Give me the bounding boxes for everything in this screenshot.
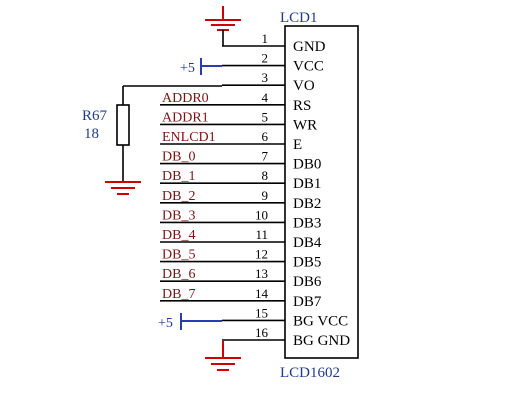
pin-group: 1GND2VCC3VO4RSADDR05WRADDR16EENLCD17DB0D… xyxy=(160,31,350,349)
pin-name-13: DB6 xyxy=(293,274,322,290)
pin-name-15: BG VCC xyxy=(293,313,348,329)
pin-name-16: BG GND xyxy=(293,333,350,349)
pin-number-11: 11 xyxy=(255,227,268,242)
pin-number-13: 13 xyxy=(255,266,268,281)
net-label-pin9: DB_2 xyxy=(162,189,195,204)
resistor-value: 18 xyxy=(84,126,99,142)
net-label-pin6: ENLCD1 xyxy=(162,130,216,145)
pin-name-9: DB2 xyxy=(293,196,321,212)
pin-number-15: 15 xyxy=(255,305,268,320)
ground-symbol-top xyxy=(205,6,241,46)
pin-name-7: DB0 xyxy=(293,157,321,173)
ground-symbol-bottom xyxy=(205,341,241,371)
pin-name-6: E xyxy=(293,137,302,153)
pin-number-5: 5 xyxy=(262,109,269,124)
lcd-part-name: LCD1602 xyxy=(280,365,340,381)
pin-name-10: DB3 xyxy=(293,215,321,231)
pin-number-12: 12 xyxy=(255,247,268,262)
pin-name-3: VO xyxy=(293,78,315,94)
pin-number-10: 10 xyxy=(255,207,268,222)
power-port-pin2: +5 xyxy=(180,58,222,76)
net-label-pin10: DB_3 xyxy=(162,208,195,223)
pin-name-4: RS xyxy=(293,98,311,114)
pin-number-8: 8 xyxy=(262,168,269,183)
net-label-pin4: ADDR0 xyxy=(162,91,209,106)
pin-number-9: 9 xyxy=(262,188,269,203)
resistor-designator: R67 xyxy=(82,108,108,124)
pin-name-2: VCC xyxy=(293,59,324,75)
net-label-pin14: DB_7 xyxy=(162,287,195,302)
ground-symbol-resistor xyxy=(105,181,141,195)
pin-number-2: 2 xyxy=(262,51,269,66)
pin-name-5: WR xyxy=(293,117,317,133)
net-label-pin11: DB_4 xyxy=(162,228,195,243)
lcd-designator: LCD1 xyxy=(280,10,318,26)
pin-number-3: 3 xyxy=(262,70,269,85)
pin-number-6: 6 xyxy=(262,129,269,144)
net-label-pin5: ADDR1 xyxy=(162,110,209,125)
power-label-pin2: +5 xyxy=(180,61,195,76)
pin-name-12: DB5 xyxy=(293,255,321,271)
pin-name-14: DB7 xyxy=(293,294,322,310)
pin-number-1: 1 xyxy=(262,31,269,46)
net-label-pin13: DB_6 xyxy=(162,267,195,282)
pin-number-7: 7 xyxy=(262,149,269,164)
net-label-pin7: DB_0 xyxy=(162,150,195,165)
pin-number-4: 4 xyxy=(262,90,269,105)
pin-name-1: GND xyxy=(293,39,326,55)
pin-name-8: DB1 xyxy=(293,176,321,192)
net-label-pin8: DB_1 xyxy=(162,169,195,184)
lcd-body xyxy=(284,25,359,359)
power-label-pin15: +5 xyxy=(158,316,173,331)
net-label-pin12: DB_5 xyxy=(162,248,195,263)
pin-number-14: 14 xyxy=(255,286,269,301)
pin-number-16: 16 xyxy=(255,325,269,340)
pin-name-11: DB4 xyxy=(293,235,322,251)
power-port-pin15: +5 xyxy=(158,313,222,331)
resistor-r67 xyxy=(116,85,222,182)
